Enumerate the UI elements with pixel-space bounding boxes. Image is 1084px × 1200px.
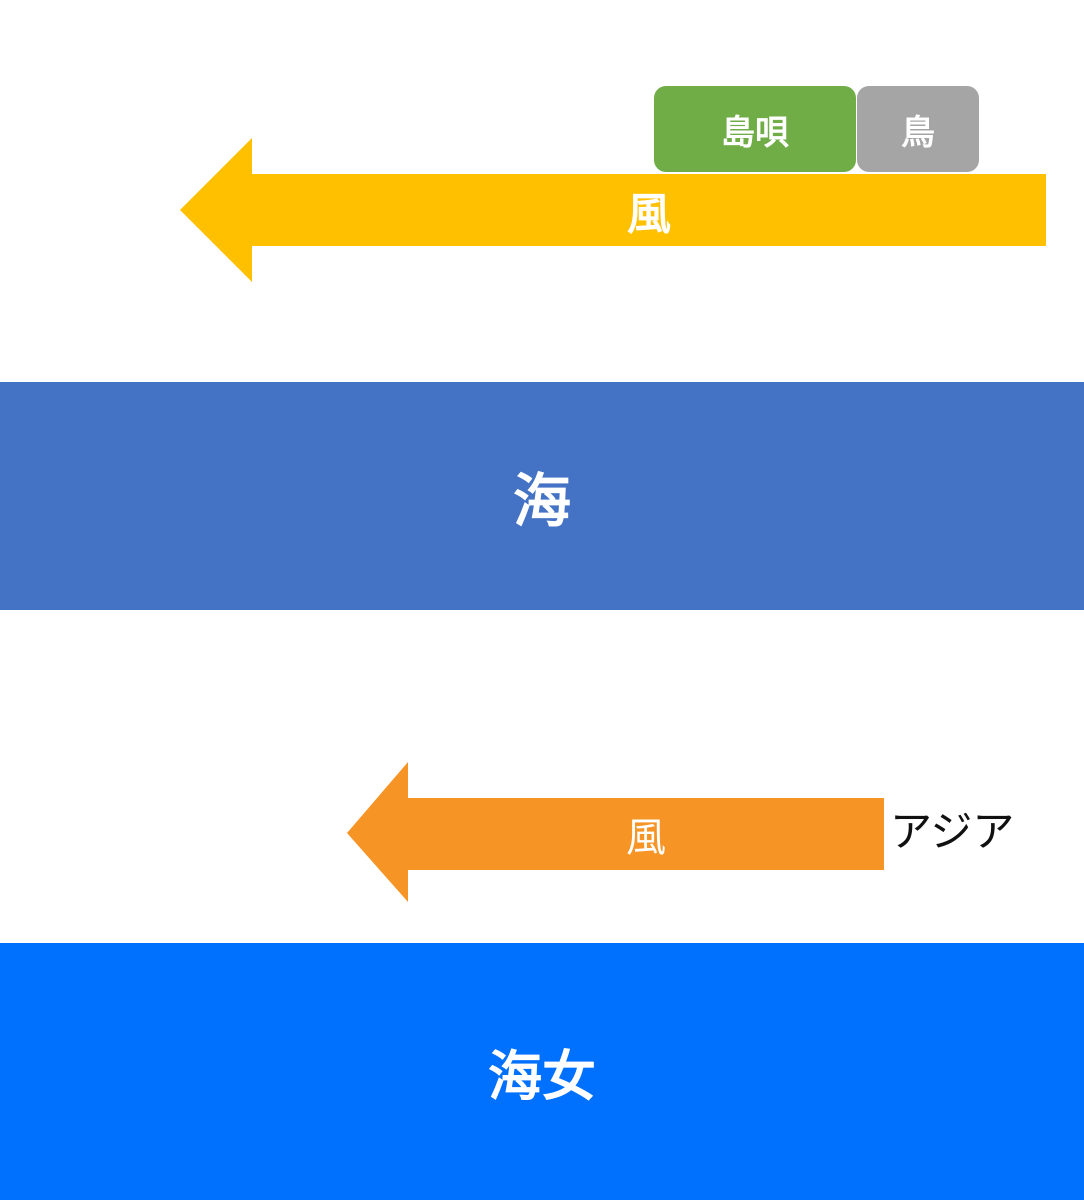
- wind-arrow-lower: [347, 762, 884, 902]
- wind-arrow-upper: [180, 138, 1046, 282]
- sea-label: 海: [512, 467, 571, 535]
- wind-arrow-lower-label: 風: [626, 815, 666, 861]
- ama-label: 海女: [488, 1045, 596, 1108]
- asia-label: アジア: [890, 807, 1015, 856]
- shima-uta-label: 島唄: [721, 112, 789, 153]
- bird-tag: 鳥: [857, 86, 979, 172]
- ama-band: 海女: [0, 943, 1084, 1200]
- sea-band: 海: [0, 382, 1084, 610]
- shima-uta-tag: 島唄: [654, 86, 856, 172]
- bird-label: 鳥: [901, 112, 935, 153]
- wind-arrow-upper-label: 風: [627, 189, 671, 240]
